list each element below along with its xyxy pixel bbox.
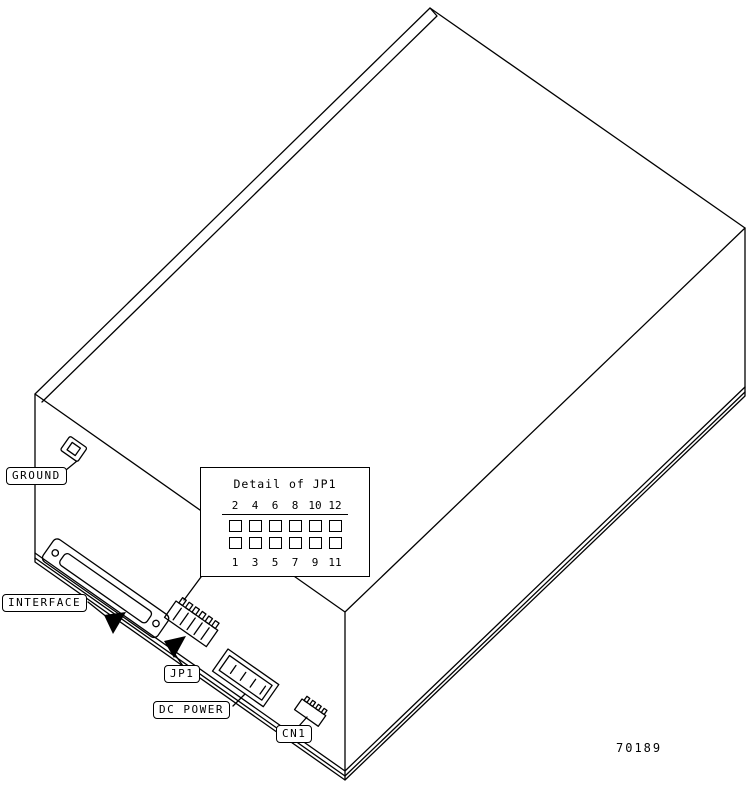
pin-number: 12 — [328, 499, 342, 512]
jp1-arrow-marker — [164, 636, 186, 658]
callout-leader-lines — [65, 460, 308, 727]
jp1-body-dividers — [172, 607, 210, 640]
pin-number: 11 — [328, 556, 342, 569]
chassis-face-edges — [34, 227, 746, 781]
jp1-connector — [163, 597, 220, 648]
figure-number: 70189 — [616, 741, 663, 755]
pin-number: 2 — [231, 499, 239, 512]
cn1-connector — [293, 695, 328, 727]
interface-mount-hole-right — [152, 619, 160, 628]
chassis-base-seam-outer — [34, 386, 746, 772]
pin-number: 3 — [251, 556, 259, 569]
dc-power-connector — [211, 648, 280, 708]
ground-lug — [60, 436, 88, 462]
pin-number: 6 — [271, 499, 279, 512]
dc-power-pins — [229, 664, 267, 695]
jp1-body — [163, 600, 219, 648]
interface-arrow-marker — [104, 612, 126, 634]
pin-pad — [328, 520, 342, 532]
pin-row-odd — [201, 537, 369, 549]
pin-number: 1 — [231, 556, 239, 569]
bottom-pin-numbers: 1 3 5 7 9 11 — [201, 556, 369, 569]
pin-pad — [228, 520, 242, 532]
callout-jp1: JP1 — [164, 665, 201, 683]
pin-number: 9 — [311, 556, 319, 569]
pin-number: 5 — [271, 556, 279, 569]
callout-interface: INTERFACE — [2, 594, 88, 612]
pin-pad — [288, 537, 302, 549]
pin-pad — [228, 537, 242, 549]
chassis-group — [34, 7, 746, 781]
dc-power-shell — [211, 648, 280, 708]
pin-number: 10 — [308, 499, 322, 512]
chassis-lid-seam — [41, 7, 438, 403]
inset-title: Detail of JP1 — [233, 477, 337, 491]
callout-ground: GROUND — [6, 467, 67, 485]
chassis-base-seam-inner — [34, 391, 746, 777]
interface-connector — [41, 538, 170, 639]
pin-pad — [248, 537, 262, 549]
top-pin-numbers: 2 4 6 8 10 12 — [201, 499, 369, 512]
jp1-detail-inset: Detail of JP1 2 4 6 8 10 12 1 — [200, 467, 370, 577]
pin-pad — [268, 520, 282, 532]
dc-power-slot — [218, 654, 273, 701]
interface-connector-slot — [59, 552, 153, 624]
callout-dc-power: DC POWER — [153, 701, 230, 719]
pin-pad — [268, 537, 282, 549]
arrow-markers — [104, 612, 186, 658]
interface-connector-shell — [41, 538, 170, 639]
pin-pad — [328, 537, 342, 549]
ground-lug-body — [60, 436, 88, 462]
pin-grid-underline — [222, 514, 348, 515]
pin-number: 8 — [291, 499, 299, 512]
pin-number: 7 — [291, 556, 299, 569]
chassis-outline — [34, 7, 746, 781]
pin-number: 4 — [251, 499, 259, 512]
pin-pad — [308, 537, 322, 549]
pin-row-even — [201, 520, 369, 532]
pin-pad — [308, 520, 322, 532]
pin-pad — [288, 520, 302, 532]
pin-pad — [248, 520, 262, 532]
ground-lug-hole — [66, 441, 82, 457]
callout-cn1: CN1 — [276, 725, 313, 743]
interface-mount-hole-left — [51, 549, 60, 557]
